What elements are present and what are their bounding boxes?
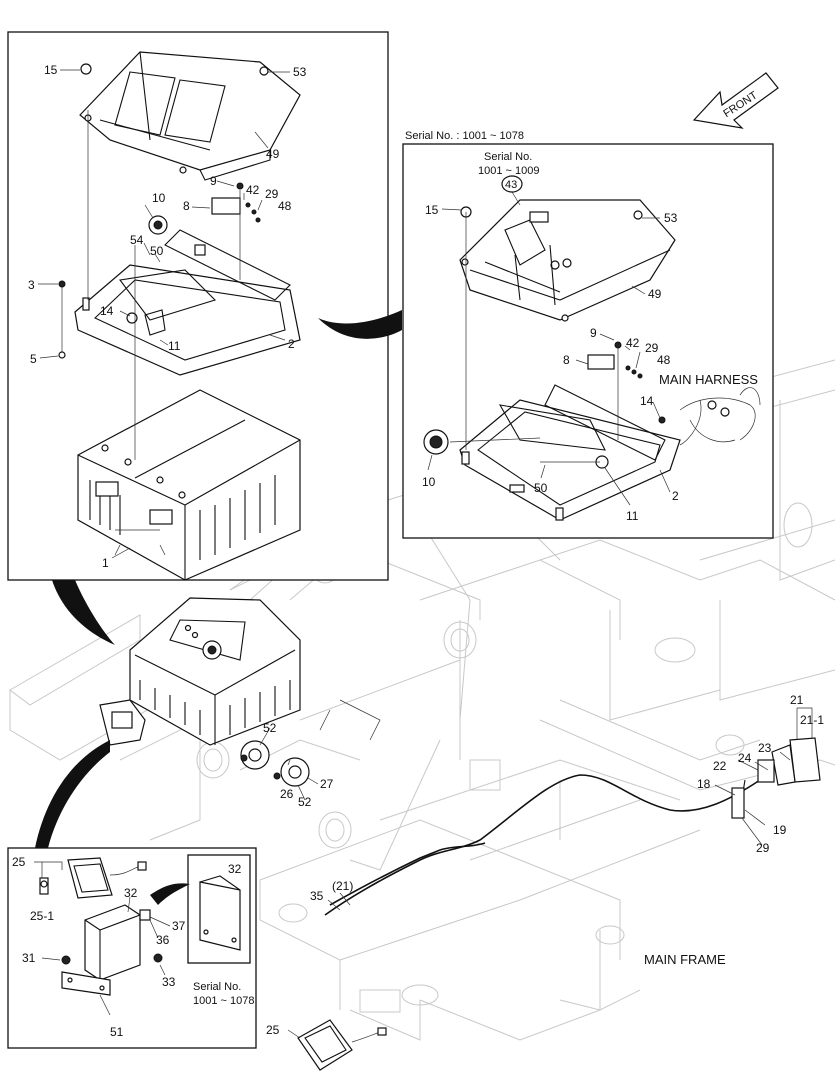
tl-callout-2: 2 bbox=[288, 337, 295, 351]
main-callout-25: 25 bbox=[266, 1023, 280, 1037]
tl-callout-9: 9 bbox=[210, 174, 217, 188]
tl-callout-54: 54 bbox=[130, 233, 144, 247]
tl-callout-3: 3 bbox=[28, 278, 35, 292]
main-lamp-bottom bbox=[287, 1019, 387, 1071]
tl-callout-42: 42 bbox=[246, 183, 260, 197]
main-callout-18: 18 bbox=[697, 777, 711, 791]
top-left-battery-tray bbox=[58, 182, 301, 376]
small-inset-serial-line1: Serial No. bbox=[193, 981, 241, 993]
main-wiring bbox=[324, 774, 761, 916]
right-battery-tray bbox=[423, 212, 681, 521]
front-arrow bbox=[692, 72, 779, 129]
bl-callout-25: 25 bbox=[12, 855, 26, 869]
callout-arrow-bottom bbox=[35, 740, 110, 848]
ri-callout-8: 8 bbox=[563, 353, 570, 367]
ri-callout-49: 49 bbox=[648, 287, 662, 301]
top-left-battery-cover bbox=[79, 51, 301, 181]
bl-callout-32b: 32 bbox=[228, 862, 242, 876]
right-inset-leaders bbox=[427, 191, 671, 506]
tl-callout-1: 1 bbox=[102, 556, 109, 570]
tl-callout-11: 11 bbox=[168, 339, 181, 353]
main-callout-24: 24 bbox=[738, 751, 752, 765]
inset-serial-sub-line1: Serial No. bbox=[484, 151, 532, 163]
ri-callout-9: 9 bbox=[590, 326, 597, 340]
main-frame-label: MAIN FRAME bbox=[644, 952, 726, 967]
callout-43: 43 bbox=[505, 179, 517, 191]
inset-serial-sub-line2: 1001 ~ 1009 bbox=[478, 165, 539, 177]
right-battery-cover bbox=[459, 199, 676, 322]
bl-callout-36: 36 bbox=[156, 933, 170, 947]
top-left-batteries bbox=[77, 110, 301, 581]
main-battery-assembly bbox=[99, 597, 301, 746]
ri-callout-15: 15 bbox=[425, 203, 439, 217]
bottom-left-lamp-parts bbox=[39, 857, 241, 996]
tl-callout-5: 5 bbox=[30, 352, 37, 366]
main-leaders bbox=[259, 707, 813, 911]
bl-callout-32: 32 bbox=[124, 886, 138, 900]
callout-arrow-top bbox=[318, 310, 402, 339]
bl-callout-37: 37 bbox=[172, 919, 186, 933]
bl-callout-25-1: 25-1 bbox=[30, 909, 54, 923]
ri-callout-50: 50 bbox=[534, 481, 548, 495]
ri-callout-42: 42 bbox=[626, 336, 640, 350]
ri-callout-53: 53 bbox=[664, 211, 678, 225]
main-callout-35: 35 bbox=[310, 889, 324, 903]
main-callout-21: 21 bbox=[790, 693, 804, 707]
ri-callout-10: 10 bbox=[422, 475, 436, 489]
ri-callout-48: 48 bbox=[657, 353, 671, 367]
tl-callout-53: 53 bbox=[293, 65, 307, 79]
callout-43-circle bbox=[501, 175, 523, 193]
ri-callout-2: 2 bbox=[672, 489, 679, 503]
callout-arrow-small bbox=[150, 883, 190, 905]
tl-callout-14: 14 bbox=[100, 304, 114, 318]
main-callout-52a: 52 bbox=[263, 721, 277, 735]
bottom-left-leaders bbox=[34, 861, 171, 1016]
main-callout-21p: (21) bbox=[332, 879, 353, 893]
tl-callout-49: 49 bbox=[266, 147, 280, 161]
main-callout-26: 26 bbox=[280, 787, 294, 801]
tl-callout-50: 50 bbox=[150, 244, 164, 258]
tl-callout-8: 8 bbox=[183, 199, 190, 213]
tl-callout-10: 10 bbox=[152, 191, 166, 205]
main-callout-27: 27 bbox=[320, 777, 334, 791]
ri-callout-29: 29 bbox=[645, 341, 659, 355]
main-work-lamp bbox=[731, 737, 821, 819]
main-callout-23: 23 bbox=[758, 741, 772, 755]
main-callout-19: 19 bbox=[773, 823, 787, 837]
top-left-leaders bbox=[38, 69, 290, 559]
main-harness-label: MAIN HARNESS bbox=[659, 372, 758, 387]
ri-callout-14: 14 bbox=[640, 394, 654, 408]
bl-callout-51: 51 bbox=[110, 1025, 124, 1039]
main-callout-21-1: 21-1 bbox=[800, 713, 824, 727]
tl-callout-15: 15 bbox=[44, 63, 58, 77]
tl-callout-48: 48 bbox=[278, 199, 292, 213]
inset-serial-header: Serial No. : 1001 ~ 1078 bbox=[405, 130, 524, 142]
bl-callout-31: 31 bbox=[22, 951, 36, 965]
main-callout-52b: 52 bbox=[298, 795, 312, 809]
callout-arrow-left bbox=[52, 580, 115, 645]
main-harness-drawing bbox=[679, 387, 761, 446]
small-inset-serial-line2: 1001 ~ 1078 bbox=[193, 995, 254, 1007]
main-callout-29: 29 bbox=[756, 841, 770, 855]
main-callout-22: 22 bbox=[713, 759, 727, 773]
ri-callout-11: 11 bbox=[626, 509, 639, 523]
bl-callout-33: 33 bbox=[162, 975, 176, 989]
tl-callout-29: 29 bbox=[265, 187, 279, 201]
